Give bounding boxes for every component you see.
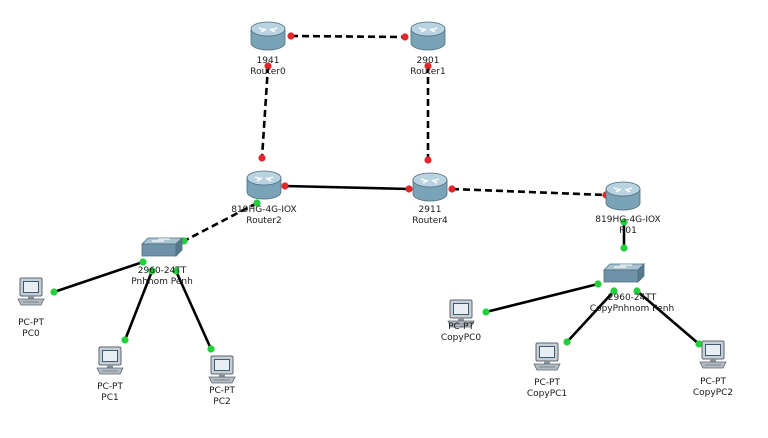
device-name-label: PC2: [213, 397, 230, 407]
port-indicator-router1: [401, 33, 409, 41]
device-name-label: R01: [619, 226, 637, 236]
port-indicator-router2: [258, 154, 266, 162]
link-switch_cpp-copypc1[interactable]: [566, 290, 615, 343]
port-indicator-switch_pp: [172, 267, 180, 275]
port-indicator-r01: [620, 218, 628, 226]
port-indicator-switch_cpp: [620, 244, 628, 252]
port-indicator-router0: [264, 62, 272, 70]
link-router4-r01[interactable]: [451, 187, 607, 197]
device-name-label: CopyPC1: [527, 389, 567, 399]
device-name-label: CopyPC0: [441, 333, 482, 343]
pc-icon: [699, 340, 727, 369]
device-name-label: Router1: [410, 67, 446, 77]
port-indicator-router4: [448, 185, 456, 193]
links-layer: [53, 34, 700, 350]
link-router0-router1[interactable]: [290, 34, 406, 39]
link-switch_pp-pc1[interactable]: [123, 270, 154, 341]
port-indicator-switch_pp: [148, 267, 156, 275]
device-model-label: 2911: [419, 205, 442, 215]
port-indicator-pc2: [207, 345, 215, 353]
router-icon: [410, 21, 446, 51]
link-switch_pp-pc0[interactable]: [53, 260, 144, 294]
pc-icon: [447, 299, 475, 328]
pc-icon: [96, 346, 124, 375]
device-model-label: PC-PT: [534, 378, 560, 388]
device-model-label: PC-PT: [209, 386, 235, 396]
device-name-label: PC0: [22, 329, 40, 339]
router-icon: [605, 181, 641, 211]
port-indicator-router0: [287, 32, 295, 40]
port-indicator-copypc0: [482, 308, 490, 316]
device-model-label: PC-PT: [18, 318, 44, 328]
port-indicator-router1: [424, 62, 432, 70]
link-switch_cpp-copypc0[interactable]: [485, 282, 599, 314]
device-model-label: 1941: [257, 56, 280, 66]
port-indicator-router4: [405, 185, 413, 193]
router-icon: [412, 172, 448, 202]
device-name-label: Router0: [250, 67, 286, 77]
device-model-label: PC-PT: [97, 382, 123, 392]
pc-icon: [208, 355, 236, 384]
device-model-label: 2960-24TT: [138, 266, 187, 276]
device-model-label: 819HG-4G-IOX: [595, 215, 660, 225]
device-model-label: 2960-24TT: [608, 293, 657, 303]
port-indicator-router2: [281, 182, 289, 190]
link-router2-switch_pp[interactable]: [183, 201, 258, 243]
device-name-label: CopyPnhnom Penh: [590, 304, 674, 314]
pc-icon: [17, 277, 45, 306]
link-router0-router2[interactable]: [260, 65, 270, 159]
port-indicator-pc1: [121, 336, 129, 344]
link-switch_pp-pc2[interactable]: [174, 270, 213, 350]
device-name-label: Pnhnom Penh: [131, 277, 193, 287]
device-name-label: Router2: [246, 216, 282, 226]
device-name-label: Router4: [412, 216, 448, 226]
router-icon: [246, 170, 282, 200]
device-model-label: PC-PT: [700, 377, 726, 387]
router-icon: [250, 21, 286, 51]
port-indicator-pc0: [50, 288, 58, 296]
port-indicator-switch_cpp: [610, 287, 618, 295]
switch-icon: [603, 263, 645, 283]
device-name-label: CopyPC2: [693, 388, 733, 398]
device-name-label: PC1: [101, 393, 118, 403]
port-indicator-router2: [253, 199, 261, 207]
port-indicator-copypc1: [563, 338, 571, 346]
ports-layer: [50, 32, 703, 353]
port-indicator-switch_cpp: [594, 280, 602, 288]
port-indicator-switch_cpp: [633, 287, 641, 295]
switch-icon: [141, 237, 183, 257]
port-indicator-copypc2: [695, 340, 703, 348]
device-model-label: PC-PT: [448, 322, 474, 332]
port-indicator-switch_pp: [139, 258, 147, 266]
devices-layer: 1941Router02901Router1819HG-4G-IOXRouter…: [17, 21, 733, 407]
device-model-label: 2901: [417, 56, 440, 66]
pc-icon: [533, 342, 561, 371]
link-router2-router4[interactable]: [284, 184, 410, 191]
port-indicator-router4: [424, 156, 432, 164]
device-model-label: 819HG-4G-IOX: [231, 205, 296, 215]
link-switch_cpp-copypc2[interactable]: [636, 290, 700, 345]
